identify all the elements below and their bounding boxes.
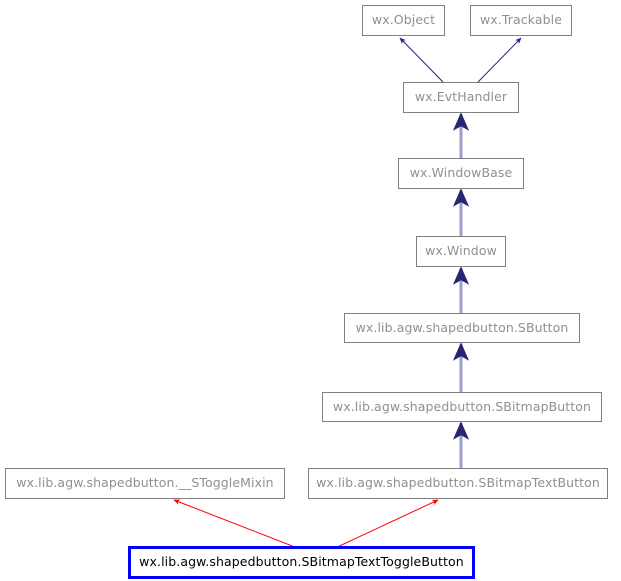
node-label: wx.Trackable [479,12,563,28]
node-sbitmapbutton[interactable]: wx.lib.agw.shapedbutton.SBitmapButton [322,392,602,422]
node-wx-trackable[interactable]: wx.Trackable [470,5,572,36]
node-label: wx.WindowBase [409,165,513,181]
edge-toggle-to-stogglemixin [173,499,301,550]
node-label: wx.lib.agw.shapedbutton.SBitmapTextButto… [316,475,600,491]
node-stogglemixin[interactable]: wx.lib.agw.shapedbutton.__SToggleMixin [5,468,285,499]
node-label: wx.lib.agw.shapedbutton.SBitmapTextToggl… [139,554,464,570]
edge-evthandler-to-trackable [477,37,522,83]
edge-evthandler-to-object [399,37,444,83]
node-label: wx.lib.agw.shapedbutton.__SToggleMixin [16,475,274,491]
edge-toggle-to-sbitmaptextbutton [332,499,439,550]
node-sbitmaptexttogglebutton[interactable]: wx.lib.agw.shapedbutton.SBitmapTextToggl… [128,546,475,579]
node-wx-evthandler[interactable]: wx.EvtHandler [403,82,519,113]
node-wx-window[interactable]: wx.Window [416,236,506,267]
node-sbutton[interactable]: wx.lib.agw.shapedbutton.SButton [344,313,580,343]
node-wx-object[interactable]: wx.Object [362,5,445,36]
node-label: wx.EvtHandler [414,89,508,105]
node-label: wx.Object [371,12,436,28]
node-wx-windowbase[interactable]: wx.WindowBase [398,158,524,189]
node-sbitmaptextbutton[interactable]: wx.lib.agw.shapedbutton.SBitmapTextButto… [308,468,608,499]
node-label: wx.Window [425,243,497,259]
node-label: wx.lib.agw.shapedbutton.SBitmapButton [332,398,592,414]
node-label: wx.lib.agw.shapedbutton.SButton [355,319,569,335]
